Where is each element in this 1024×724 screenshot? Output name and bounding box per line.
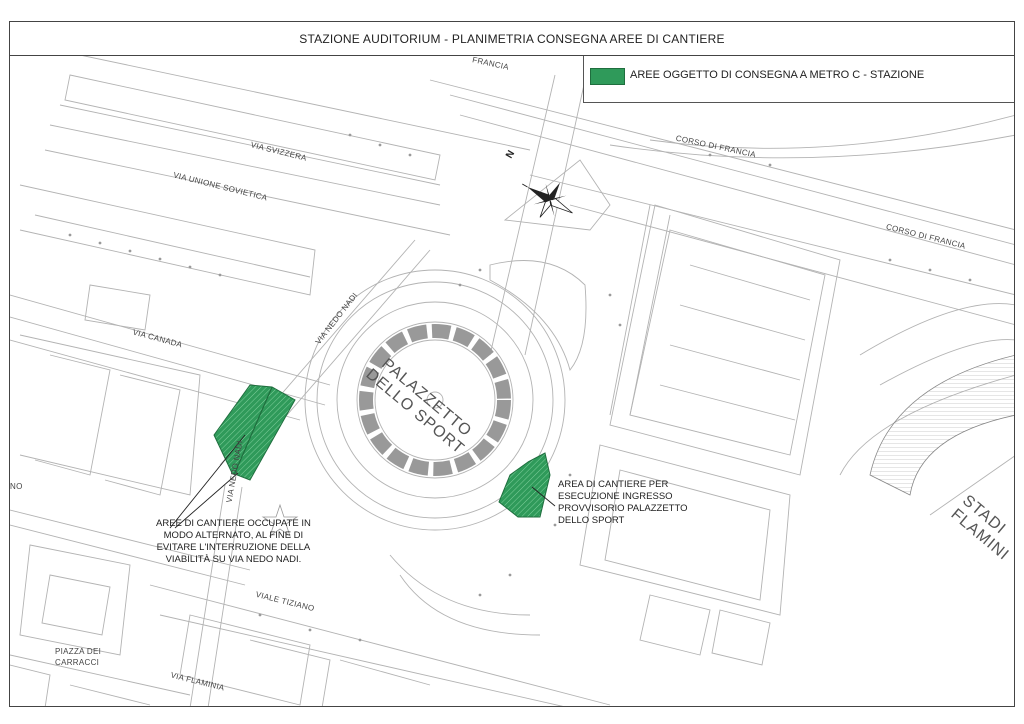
legend-label: AREE OGGETTO DI CONSEGNA A METRO C - STA… <box>630 69 925 81</box>
note-right-line1: AREA DI CANTIERE PER <box>558 479 669 490</box>
note-left-line1: AREE DI CANTIERE OCCUPATE IN <box>156 518 311 529</box>
site-plan-map <box>10 55 1014 706</box>
note-left-line2: MODO ALTERNATO, AL FINE DI <box>163 530 304 541</box>
note-right-line4: DELLO SPORT <box>558 515 625 526</box>
note-left-line4: VIABILITÀ SU VIA NEDO NADI. <box>165 554 302 565</box>
street-label-left-cropped: NO <box>10 482 23 491</box>
note-alternating-areas: AREE DI CANTIERE OCCUPATE IN MODO ALTERN… <box>156 518 311 566</box>
construction-area-palazzetto <box>498 452 551 518</box>
title-bar: STAZIONE AUDITORIUM - PLANIMETRIA CONSEG… <box>10 22 1014 56</box>
note-left-line3: EVITARE L'INTERRUZIONE DELLA <box>156 542 311 553</box>
legend: AREE OGGETTO DI CONSEGNA A METRO C - STA… <box>583 55 1014 103</box>
note-palazzetto-entrance: AREA DI CANTIERE PER ESECUZIONE INGRESSO… <box>558 479 688 527</box>
note-right-line2: ESECUZIONE INGRESSO <box>558 491 673 502</box>
note-right-line3: PROVVISORIO PALAZZETTO <box>558 503 688 514</box>
legend-swatch <box>590 68 625 85</box>
north-arrow-icon <box>522 182 573 218</box>
street-label-piazza-dei: PIAZZA DEI <box>55 647 102 656</box>
drawing-frame: STAZIONE AUDITORIUM - PLANIMETRIA CONSEG… <box>9 21 1015 707</box>
page-title: STAZIONE AUDITORIUM - PLANIMETRIA CONSEG… <box>299 31 725 46</box>
street-label-carracci: CARRACCI <box>55 658 100 667</box>
construction-area-nedo-nadi <box>213 384 296 481</box>
